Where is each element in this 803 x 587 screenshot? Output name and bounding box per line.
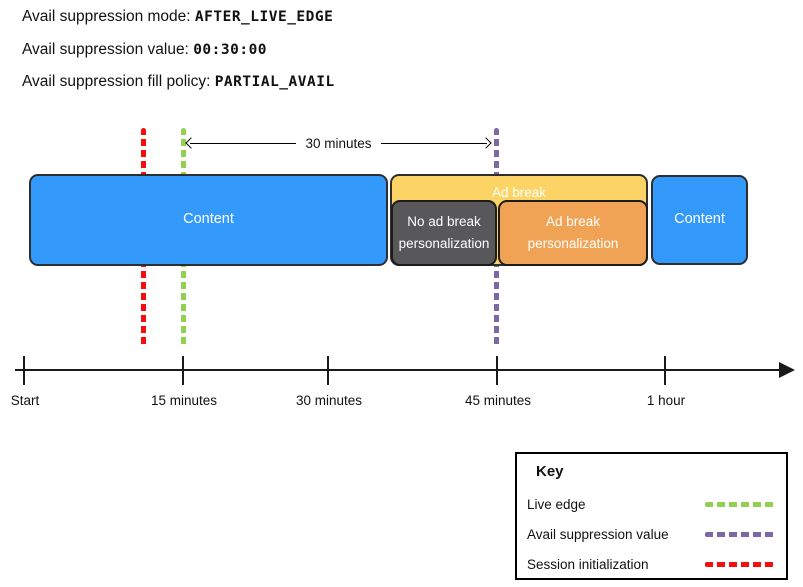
config-label: Avail suppression fill policy: (22, 73, 215, 90)
content-block-left: Content (29, 174, 388, 266)
axis-tick-1hour (664, 356, 666, 385)
ad-break-personalization-block: Ad break personalization (498, 200, 648, 266)
no-ad-break-personalization-block: No ad break personalization (391, 200, 497, 266)
axis-tick-start (23, 356, 25, 385)
axis-tick-label: 15 minutes (150, 393, 218, 408)
config-label: Avail suppression value: (22, 41, 194, 58)
arrow-right-head-icon (480, 137, 492, 149)
key-item-session-initialization: Session initialization (527, 554, 774, 574)
axis-tick-label: 45 minutes (464, 393, 532, 408)
axis-tick-30min (327, 356, 329, 385)
time-axis-arrow-icon (779, 362, 795, 378)
content-block-right: Content (651, 175, 748, 265)
axis-tick-label: 30 minutes (295, 393, 363, 408)
live-edge-swatch (705, 501, 774, 507)
key-item-live-edge: Live edge (527, 494, 774, 514)
block-label: Content (183, 211, 234, 228)
time-axis-line (15, 369, 781, 372)
key-item-label: Live edge (527, 496, 586, 512)
block-label: No ad break personalization (398, 214, 490, 251)
key-box: Key Live edge Avail suppression value Se… (515, 452, 788, 580)
block-label: Ad break (491, 185, 547, 200)
arrow-line (380, 142, 488, 144)
axis-tick-label: Start (10, 393, 40, 408)
avail-suppression-value-swatch (705, 531, 774, 537)
session-initialization-swatch (705, 561, 774, 567)
duration-arrow: 30 minutes (185, 135, 492, 151)
key-item-label: Avail suppression value (527, 526, 669, 542)
duration-arrow-label: 30 minutes (305, 135, 372, 151)
config-line-fill-policy: Avail suppression fill policy: PARTIAL_A… (22, 73, 335, 91)
config-value: PARTIAL_AVAIL (214, 74, 335, 90)
block-label: Content (674, 211, 725, 228)
key-item-label: Session initialization (527, 556, 649, 572)
arrow-left-head-icon (185, 137, 197, 149)
key-title: Key (536, 463, 564, 480)
config-value: AFTER_LIVE_EDGE (194, 9, 334, 25)
config-value: 00:30:00 (193, 42, 268, 58)
config-line-value: Avail suppression value: 00:30:00 (22, 41, 267, 59)
config-line-mode: Avail suppression mode: AFTER_LIVE_EDGE (22, 8, 333, 26)
axis-tick-45min (496, 356, 498, 385)
axis-tick-label: 1 hour (646, 393, 686, 408)
block-label: Ad break personalization (527, 214, 619, 251)
config-label: Avail suppression mode: (22, 8, 195, 25)
key-item-avail-suppression-value: Avail suppression value (527, 524, 774, 544)
axis-tick-15min (182, 356, 184, 385)
arrow-line (190, 142, 297, 144)
